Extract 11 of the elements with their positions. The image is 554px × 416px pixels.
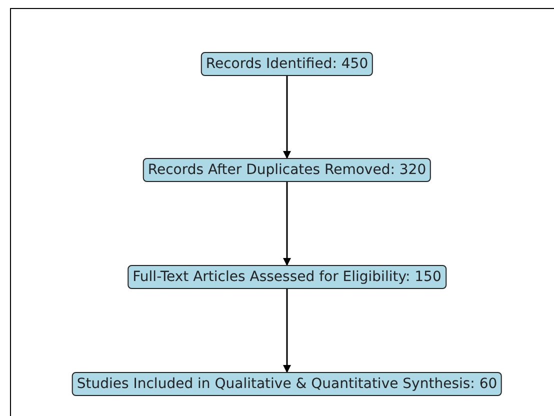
arrow bbox=[283, 289, 291, 373]
process-box bbox=[200, 52, 374, 76]
process-box bbox=[128, 265, 446, 289]
process-box bbox=[142, 158, 432, 182]
process-box bbox=[72, 372, 502, 396]
box-label: Records After Duplicates Removed: 320 bbox=[148, 162, 426, 178]
arrow bbox=[283, 76, 291, 159]
box-label: Studies Included in Qualitative & Quantitative Synthesis: 60 bbox=[76, 376, 498, 392]
box-label: Full-Text Articles Assessed for Eligibility: 150 bbox=[132, 269, 442, 285]
box-label: Records Identified: 450 bbox=[206, 56, 368, 72]
arrow bbox=[283, 182, 291, 266]
